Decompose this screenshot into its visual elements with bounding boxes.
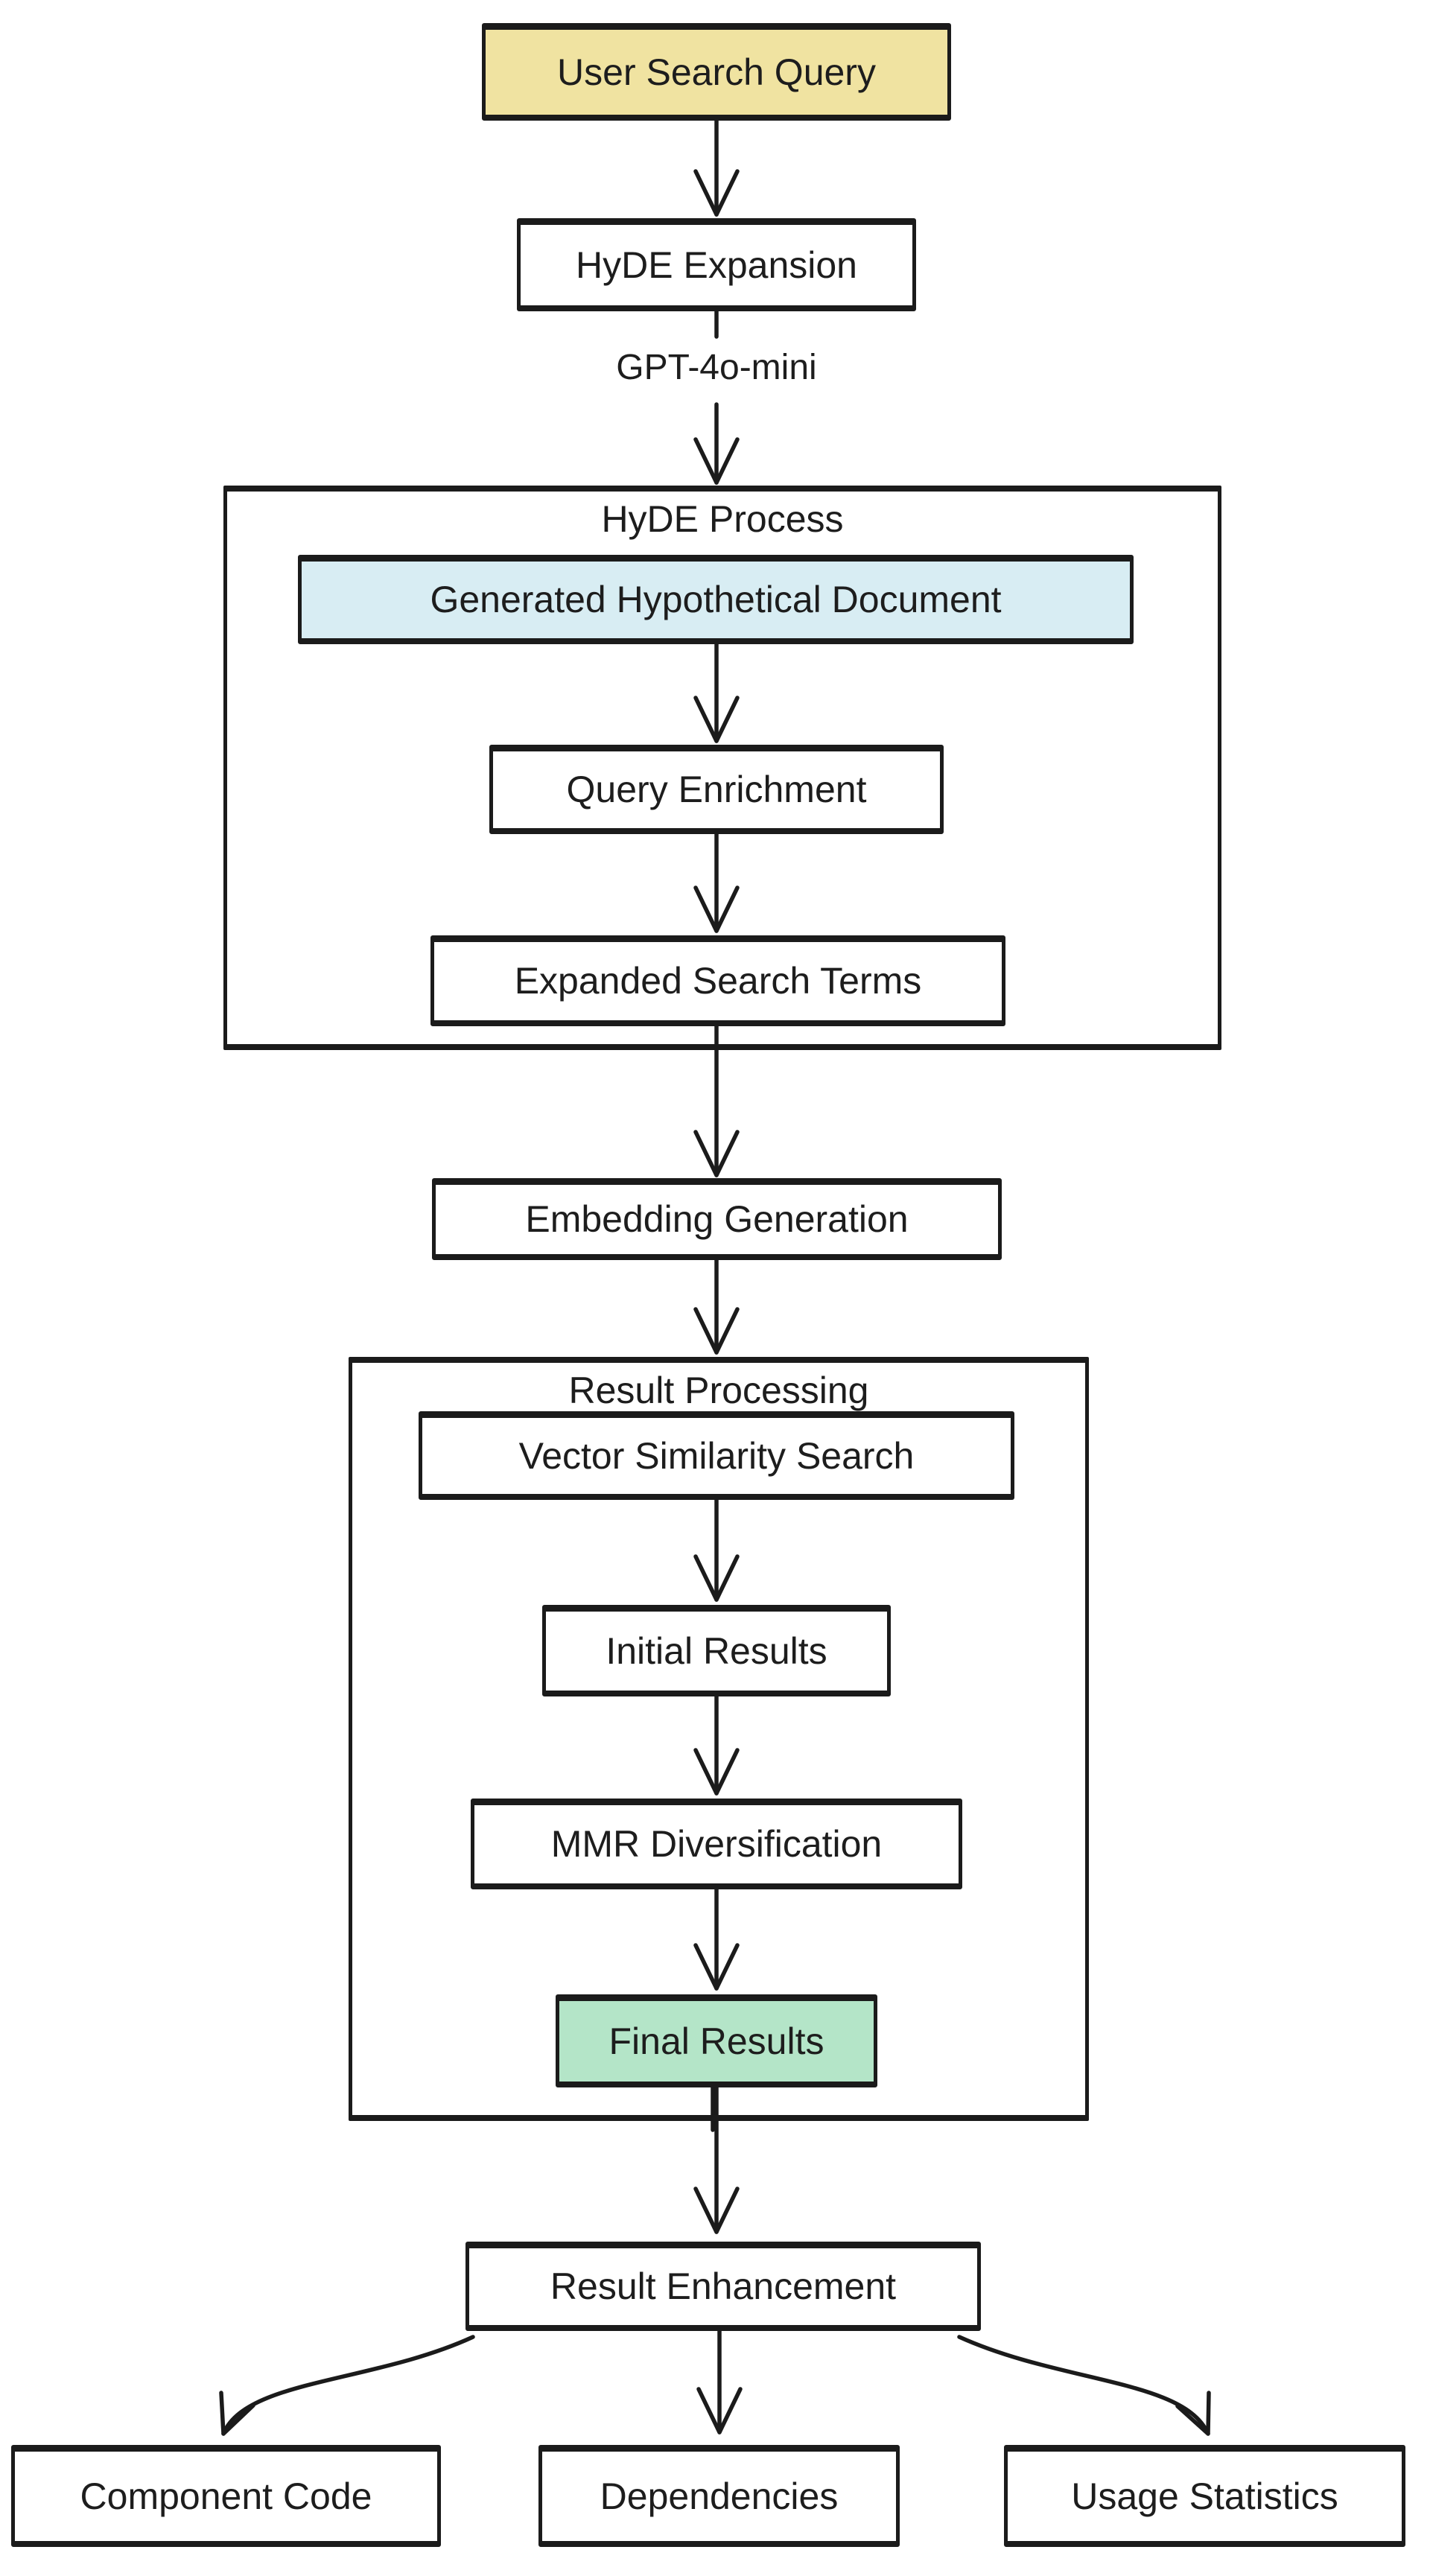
node-vector-similarity-search: Vector Similarity Search	[419, 1411, 1014, 1500]
node-embedding-generation-label: Embedding Generation	[525, 1198, 909, 1240]
node-generated-hypothetical-document-label: Generated Hypothetical Document	[430, 579, 1002, 620]
node-query-enrichment: Query Enrichment	[489, 745, 944, 834]
node-mmr-diversification-label: MMR Diversification	[550, 1823, 883, 1865]
node-dependencies: Dependencies	[538, 2445, 900, 2547]
arrow-model-to-hyde-process	[693, 402, 740, 485]
arrow-enhancement-to-dependencies	[696, 2329, 743, 2435]
node-final-results: Final Results	[556, 1994, 877, 2087]
node-expanded-search-terms-label: Expanded Search Terms	[514, 960, 922, 1002]
node-result-enhancement: Result Enhancement	[465, 2242, 981, 2331]
container-hyde-process: HyDE Process	[223, 486, 1221, 1050]
arrow-embedding-to-result-processing	[693, 1258, 740, 1355]
node-usage-statistics-label: Usage Statistics	[1071, 2475, 1338, 2517]
container-hyde-process-title: HyDE Process	[601, 498, 844, 540]
arrow-user-query-to-hyde-expansion	[693, 118, 740, 217]
node-vector-similarity-search-label: Vector Similarity Search	[518, 1434, 915, 1477]
node-user-search-query: User Search Query	[482, 23, 951, 121]
node-initial-results: Initial Results	[542, 1605, 891, 1696]
node-query-enrichment-label: Query Enrichment	[566, 769, 867, 810]
node-result-enhancement-label: Result Enhancement	[550, 2265, 897, 2307]
arrow-enhancement-to-usage-statistics	[957, 2335, 1211, 2436]
node-hyde-expansion-label: HyDE Expansion	[576, 244, 857, 286]
node-component-code: Component Code	[11, 2445, 441, 2547]
node-initial-results-label: Initial Results	[606, 1629, 827, 1672]
model-annotation: GPT-4o-mini	[616, 348, 817, 387]
node-hyde-expansion: HyDE Expansion	[517, 218, 916, 311]
node-user-search-query-label: User Search Query	[557, 51, 876, 93]
node-dependencies-label: Dependencies	[600, 2475, 839, 2517]
node-component-code-label: Component Code	[80, 2475, 372, 2517]
node-usage-statistics: Usage Statistics	[1004, 2445, 1405, 2547]
node-generated-hypothetical-document: Generated Hypothetical Document	[298, 555, 1134, 644]
container-result-processing: Result Processing	[349, 1357, 1089, 2121]
container-result-processing-title: Result Processing	[568, 1370, 869, 1411]
node-embedding-generation: Embedding Generation	[432, 1178, 1002, 1260]
node-final-results-label: Final Results	[608, 2020, 824, 2062]
arrow-enhancement-to-component-code	[219, 2335, 475, 2436]
node-mmr-diversification: MMR Diversification	[471, 1799, 962, 1889]
node-expanded-search-terms: Expanded Search Terms	[430, 935, 1005, 1026]
